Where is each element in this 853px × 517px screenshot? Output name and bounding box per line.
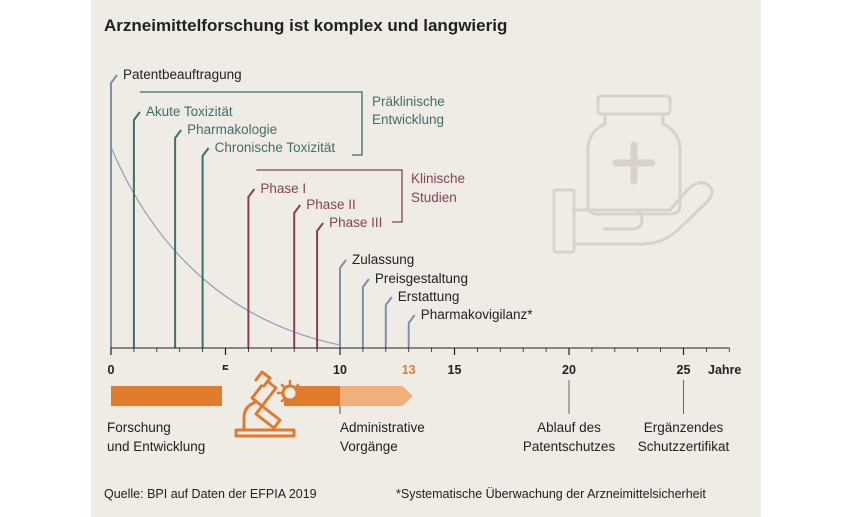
- hand-shape: [572, 181, 714, 246]
- axis-tick-label: 20: [562, 363, 576, 377]
- admin-phase-label: Vorgänge: [340, 439, 398, 454]
- milestone-label: Phase I: [260, 181, 306, 196]
- milestone-line: [384, 296, 393, 348]
- milestone-label: Zulassung: [352, 252, 414, 267]
- milestone-line: [110, 74, 118, 348]
- clinical-group-label: Klinische: [411, 171, 465, 186]
- footnote: *Systematische Überwachung der Arzneimit…: [396, 487, 706, 501]
- patent-marker-label: Schutzzertifikat: [638, 439, 730, 454]
- research-phase-label: Forschung: [107, 420, 171, 435]
- bottle-cap-shape: [596, 94, 672, 116]
- microscope-base: [234, 428, 296, 438]
- axis-tick-label: 13: [402, 363, 416, 377]
- milestone-label: Phase II: [306, 197, 356, 212]
- patent-marker-label: Ablauf des: [537, 420, 601, 435]
- milestone-line: [201, 147, 210, 348]
- research-phase-label: und Entwicklung: [107, 439, 205, 454]
- preclinical-group-label: Präklinische: [372, 94, 445, 109]
- milestone-label: Preisgestaltung: [375, 271, 468, 286]
- specimen-spikes: [276, 379, 304, 407]
- milestone-line: [361, 278, 370, 348]
- bottle-body-shape: [586, 112, 682, 216]
- milestone-line: [407, 314, 416, 348]
- decay-curve: [110, 146, 341, 346]
- milestone-line: [247, 188, 256, 348]
- page-title: Arzneimittelforschung ist komplex und la…: [104, 16, 508, 35]
- milestone-label: Erstattung: [398, 289, 460, 304]
- patent-marker-label: Ergänzendes: [644, 420, 724, 435]
- milestone-label: Phase III: [329, 215, 382, 230]
- medical-cross-shape: [612, 141, 656, 185]
- milestone-label: Patentbeauftragung: [123, 67, 242, 82]
- milestone-line: [293, 204, 301, 348]
- preclinical-group-label: Entwicklung: [372, 112, 444, 127]
- cuff-shape: [552, 188, 576, 254]
- axis-tick-label: 0: [108, 363, 115, 377]
- clinical-bracket: [256, 169, 403, 223]
- milestone-label: Pharmakologie: [187, 122, 277, 137]
- axis-tick-label: 10: [333, 363, 347, 377]
- microscope-tube: [250, 378, 278, 408]
- milestone-line: [174, 129, 182, 348]
- medicine-bottle-hand-icon: [552, 94, 714, 254]
- milestone-label: Akute Toxizität: [146, 104, 233, 119]
- milestone-label: Pharmakovigilanz*: [421, 307, 534, 322]
- admin-phase-label: Administrative: [340, 420, 425, 435]
- source-note: Quelle: BPI auf Daten der EFPIA 2019: [104, 487, 317, 501]
- admin-phase-arrow: [340, 386, 413, 406]
- milestone-line: [132, 111, 141, 348]
- clinical-group-label: Studien: [411, 190, 457, 205]
- milestone-line: [339, 259, 347, 348]
- milestone-line: [316, 222, 324, 348]
- axis-unit-label: Jahre: [708, 363, 741, 377]
- preclinical-bracket: [139, 91, 363, 156]
- patent-marker-label: Patentschutzes: [523, 439, 616, 454]
- axis-tick-label: 25: [677, 363, 691, 377]
- axis-tick-label: 15: [448, 363, 462, 377]
- milestone-label: Chronische Toxizität: [215, 140, 336, 155]
- microscope-eyepiece: [254, 370, 272, 388]
- microscope-icon: [222, 370, 304, 440]
- microscope-arm: [242, 400, 282, 432]
